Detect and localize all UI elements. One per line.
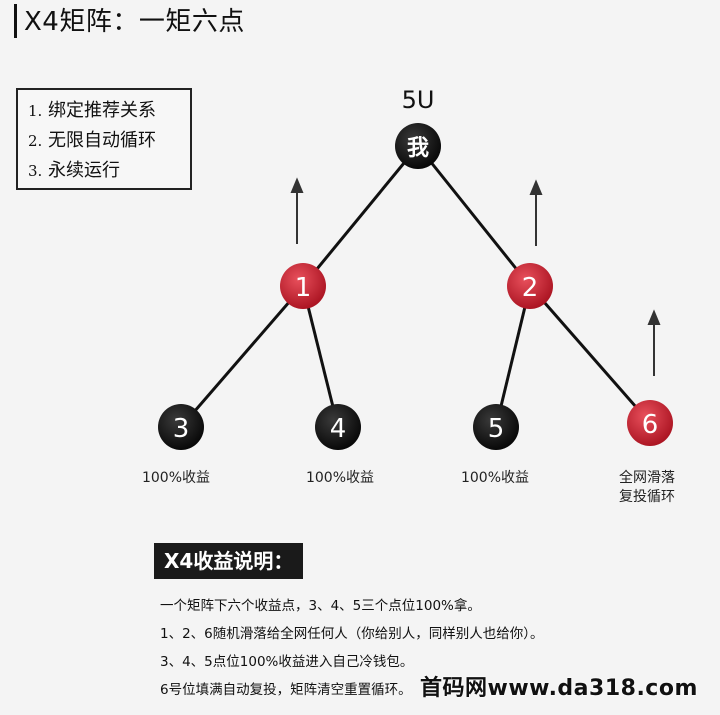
feature-item: 1. 绑定推荐关系 <box>28 100 157 121</box>
edge-1-3 <box>179 285 305 428</box>
node-5-label: 5 <box>488 414 505 444</box>
node-1 <box>280 263 326 309</box>
watermark-text: 首码网www.da318.com <box>420 676 698 701</box>
caption-node-4: 100%收益 <box>305 470 375 486</box>
node-3 <box>158 404 204 450</box>
node-4 <box>315 404 361 450</box>
up-arrow-icon <box>529 179 543 246</box>
node-root-label: 我 <box>407 136 429 161</box>
feature-item: 2. 无限自动循环 <box>28 130 157 151</box>
node-1-label: 1 <box>295 273 312 303</box>
edge-root-1 <box>301 145 420 287</box>
caption-node-6-line2: 复投循环 <box>619 489 675 505</box>
edge-root-2 <box>416 145 532 287</box>
description-line: 一个矩阵下六个收益点，3、4、5三个点位100%拿。 <box>160 598 481 614</box>
description-line: 1、2、6随机滑落给全网任何人（你给别人，同样别人也给你）。 <box>160 626 544 642</box>
section-title: X4收益说明： <box>154 543 304 579</box>
edge-2-6 <box>528 285 652 424</box>
description-line: 3、4、5点位100%收益进入自己冷钱包。 <box>160 654 414 670</box>
features-box: 1. 绑定推荐关系 2. 无限自动循环 3. 永续运行 <box>16 88 192 190</box>
caption-node-5: 100%收益 <box>460 470 530 486</box>
tree-connectors <box>179 145 652 428</box>
node-3-label: 3 <box>173 414 190 444</box>
node-2-label: 2 <box>522 273 539 303</box>
description-line: 6号位填满自动复投，矩阵清空重置循环。 <box>160 682 412 698</box>
node-4-label: 4 <box>330 414 347 444</box>
page-title: X4矩阵：一矩六点 <box>24 7 245 37</box>
caption-node-6-line1: 全网滑落 <box>619 470 675 486</box>
node-6 <box>627 400 673 446</box>
title-accent-bar <box>14 4 17 38</box>
caption-node-3: 100%收益 <box>141 470 211 486</box>
node-5 <box>473 404 519 450</box>
feature-item: 3. 永续运行 <box>28 160 121 181</box>
node-2 <box>507 263 553 309</box>
edge-2-5 <box>494 285 532 428</box>
edge-1-4 <box>301 285 340 428</box>
root-amount: 5U <box>402 86 435 114</box>
arrows <box>290 177 661 376</box>
up-arrow-icon <box>647 309 661 376</box>
node-root <box>395 123 441 169</box>
up-arrow-icon <box>290 177 304 244</box>
node-6-label: 6 <box>642 410 659 440</box>
